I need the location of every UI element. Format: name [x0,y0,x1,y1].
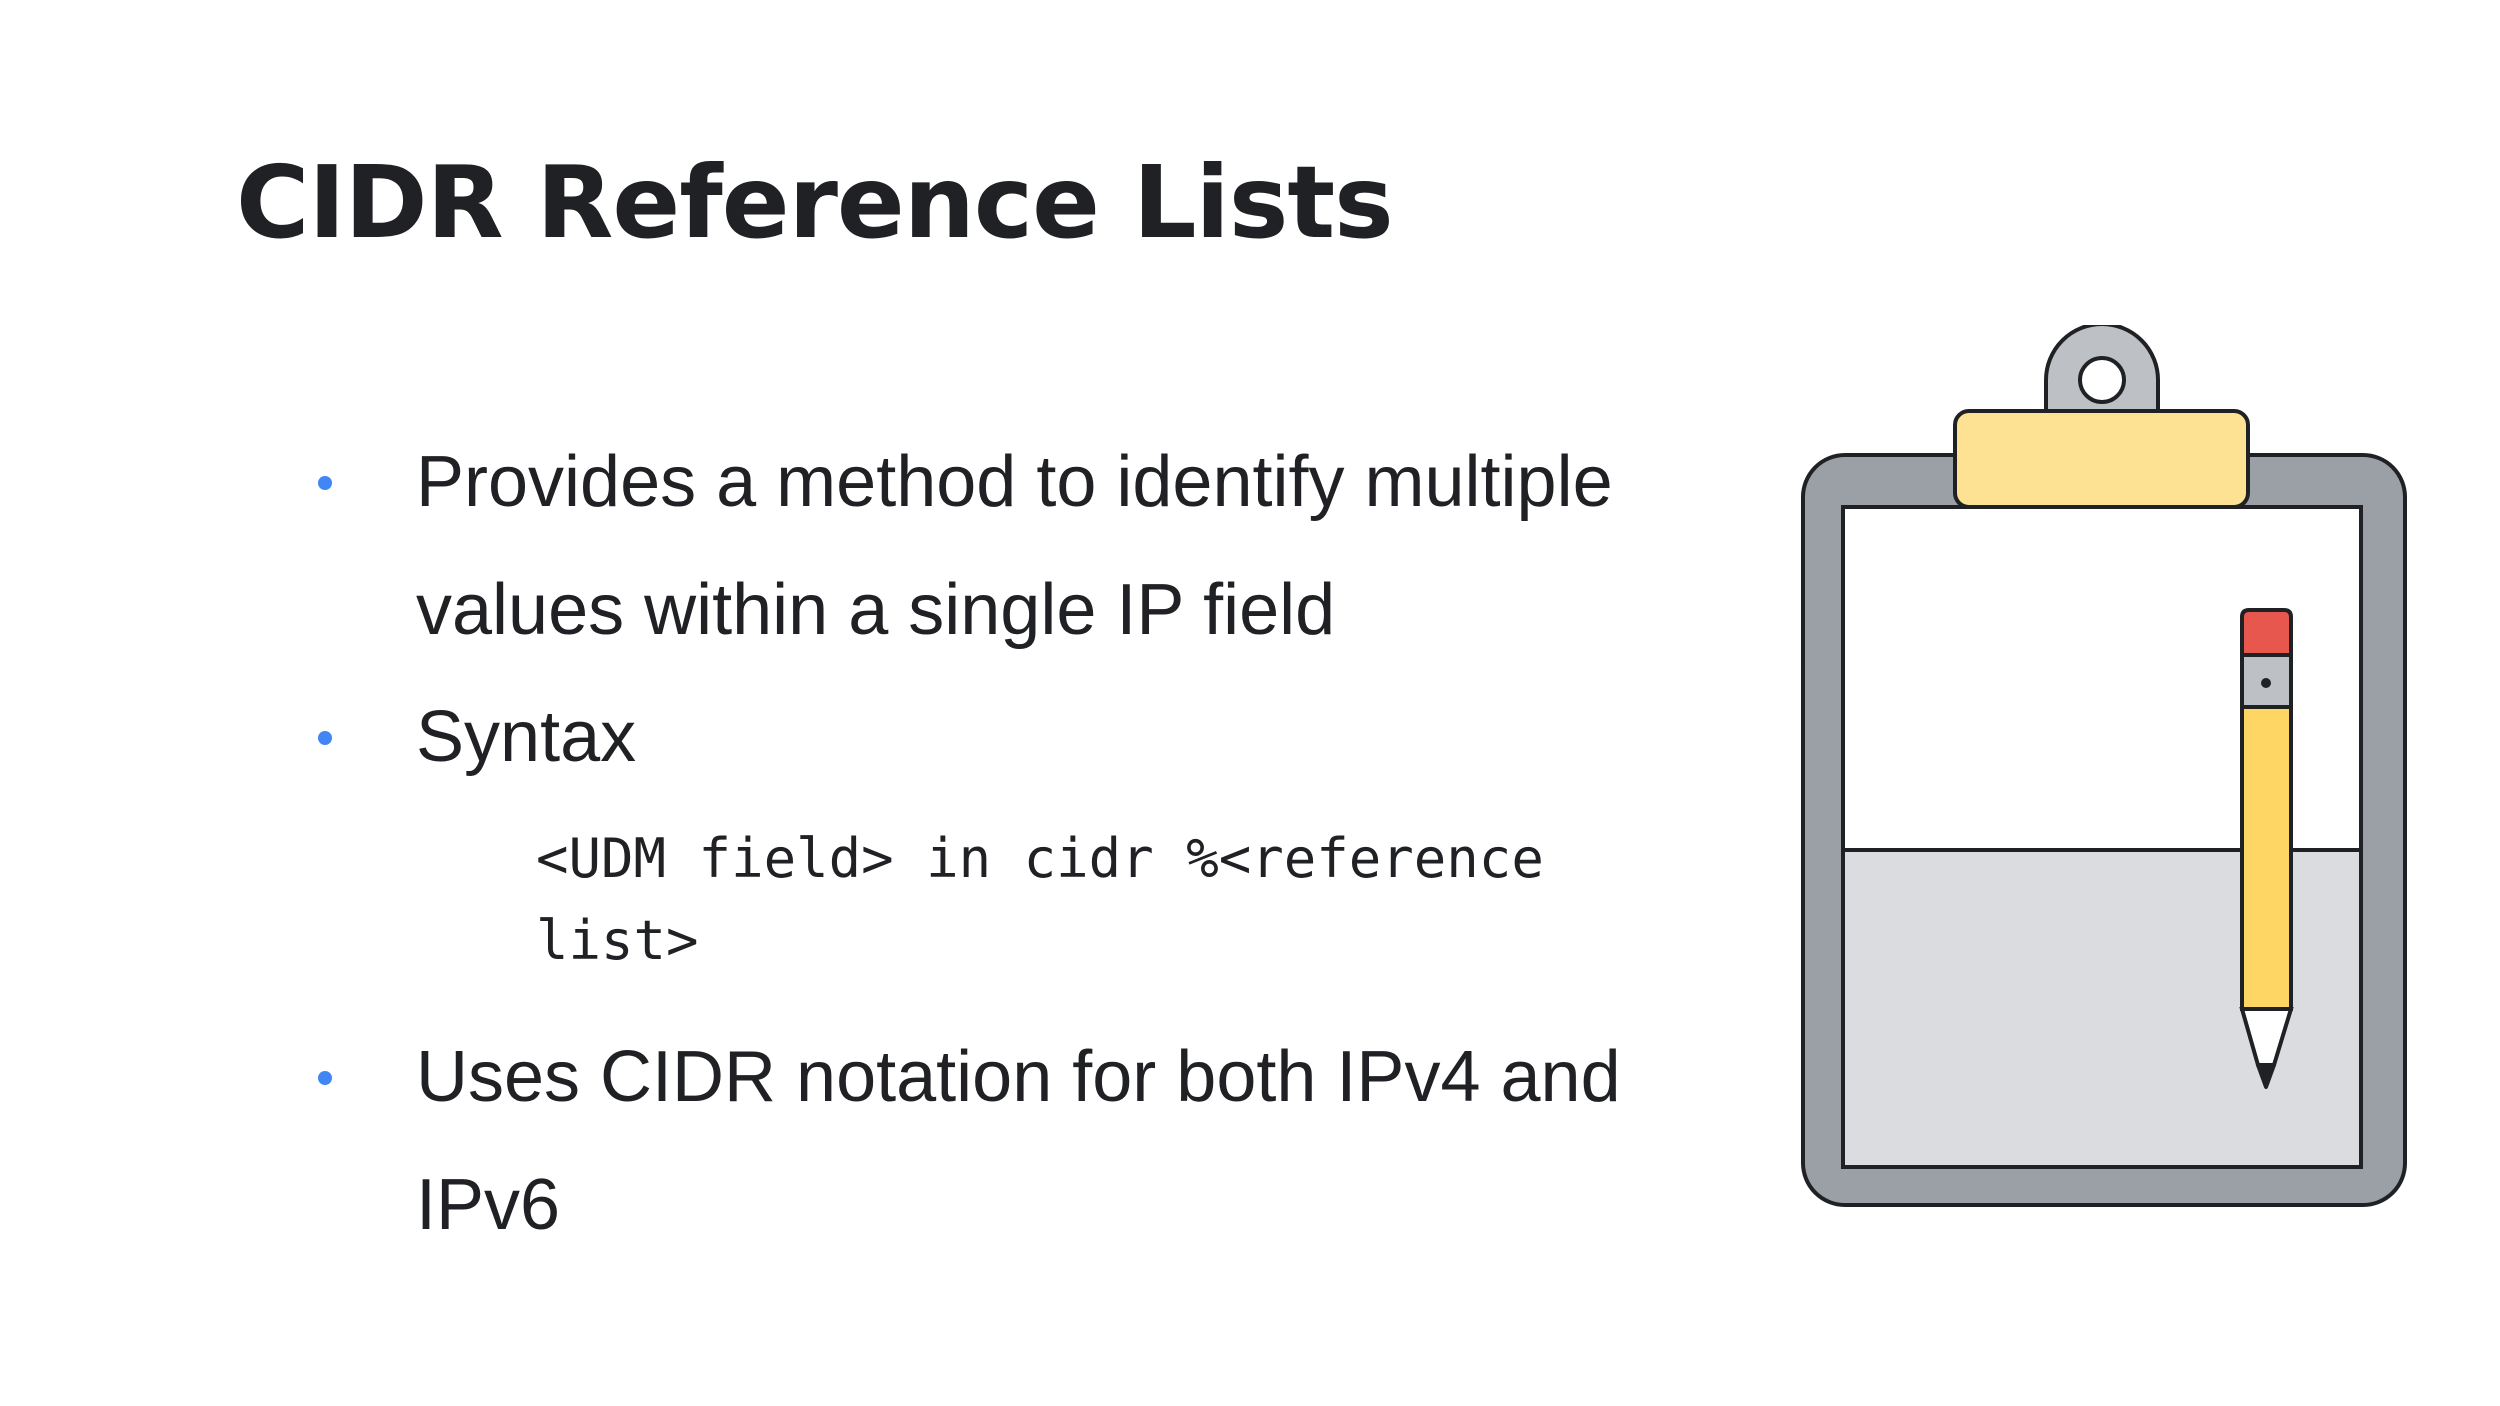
syntax-code-line-1: <UDM field> in cidr %<reference [536,827,1544,890]
syntax-code-line-2: list> [536,909,699,972]
bullet-dot-3 [318,1071,332,1085]
bullet-dot-2 [318,731,332,745]
bullet-1-line-2: values within a single IP field [416,570,1336,650]
bullet-3-line-1: Uses CIDR notation for both IPv4 and [416,1037,1621,1117]
bullet-2-line-1: Syntax [416,697,637,777]
bullet-dot-1 [318,476,332,490]
pencil-icon [2239,608,2294,1089]
clip-hole [2078,356,2126,404]
slide-title: CIDR Reference Lists [236,144,1394,261]
bullet-1-line-1: Provides a method to identify multiple [416,442,1613,522]
bullet-3-line-2: IPv6 [416,1165,561,1245]
bullet-list: Provides a method to identify multiple v… [318,442,1621,1245]
clipboard-icon [1801,325,2407,1207]
clip [1953,409,2250,509]
